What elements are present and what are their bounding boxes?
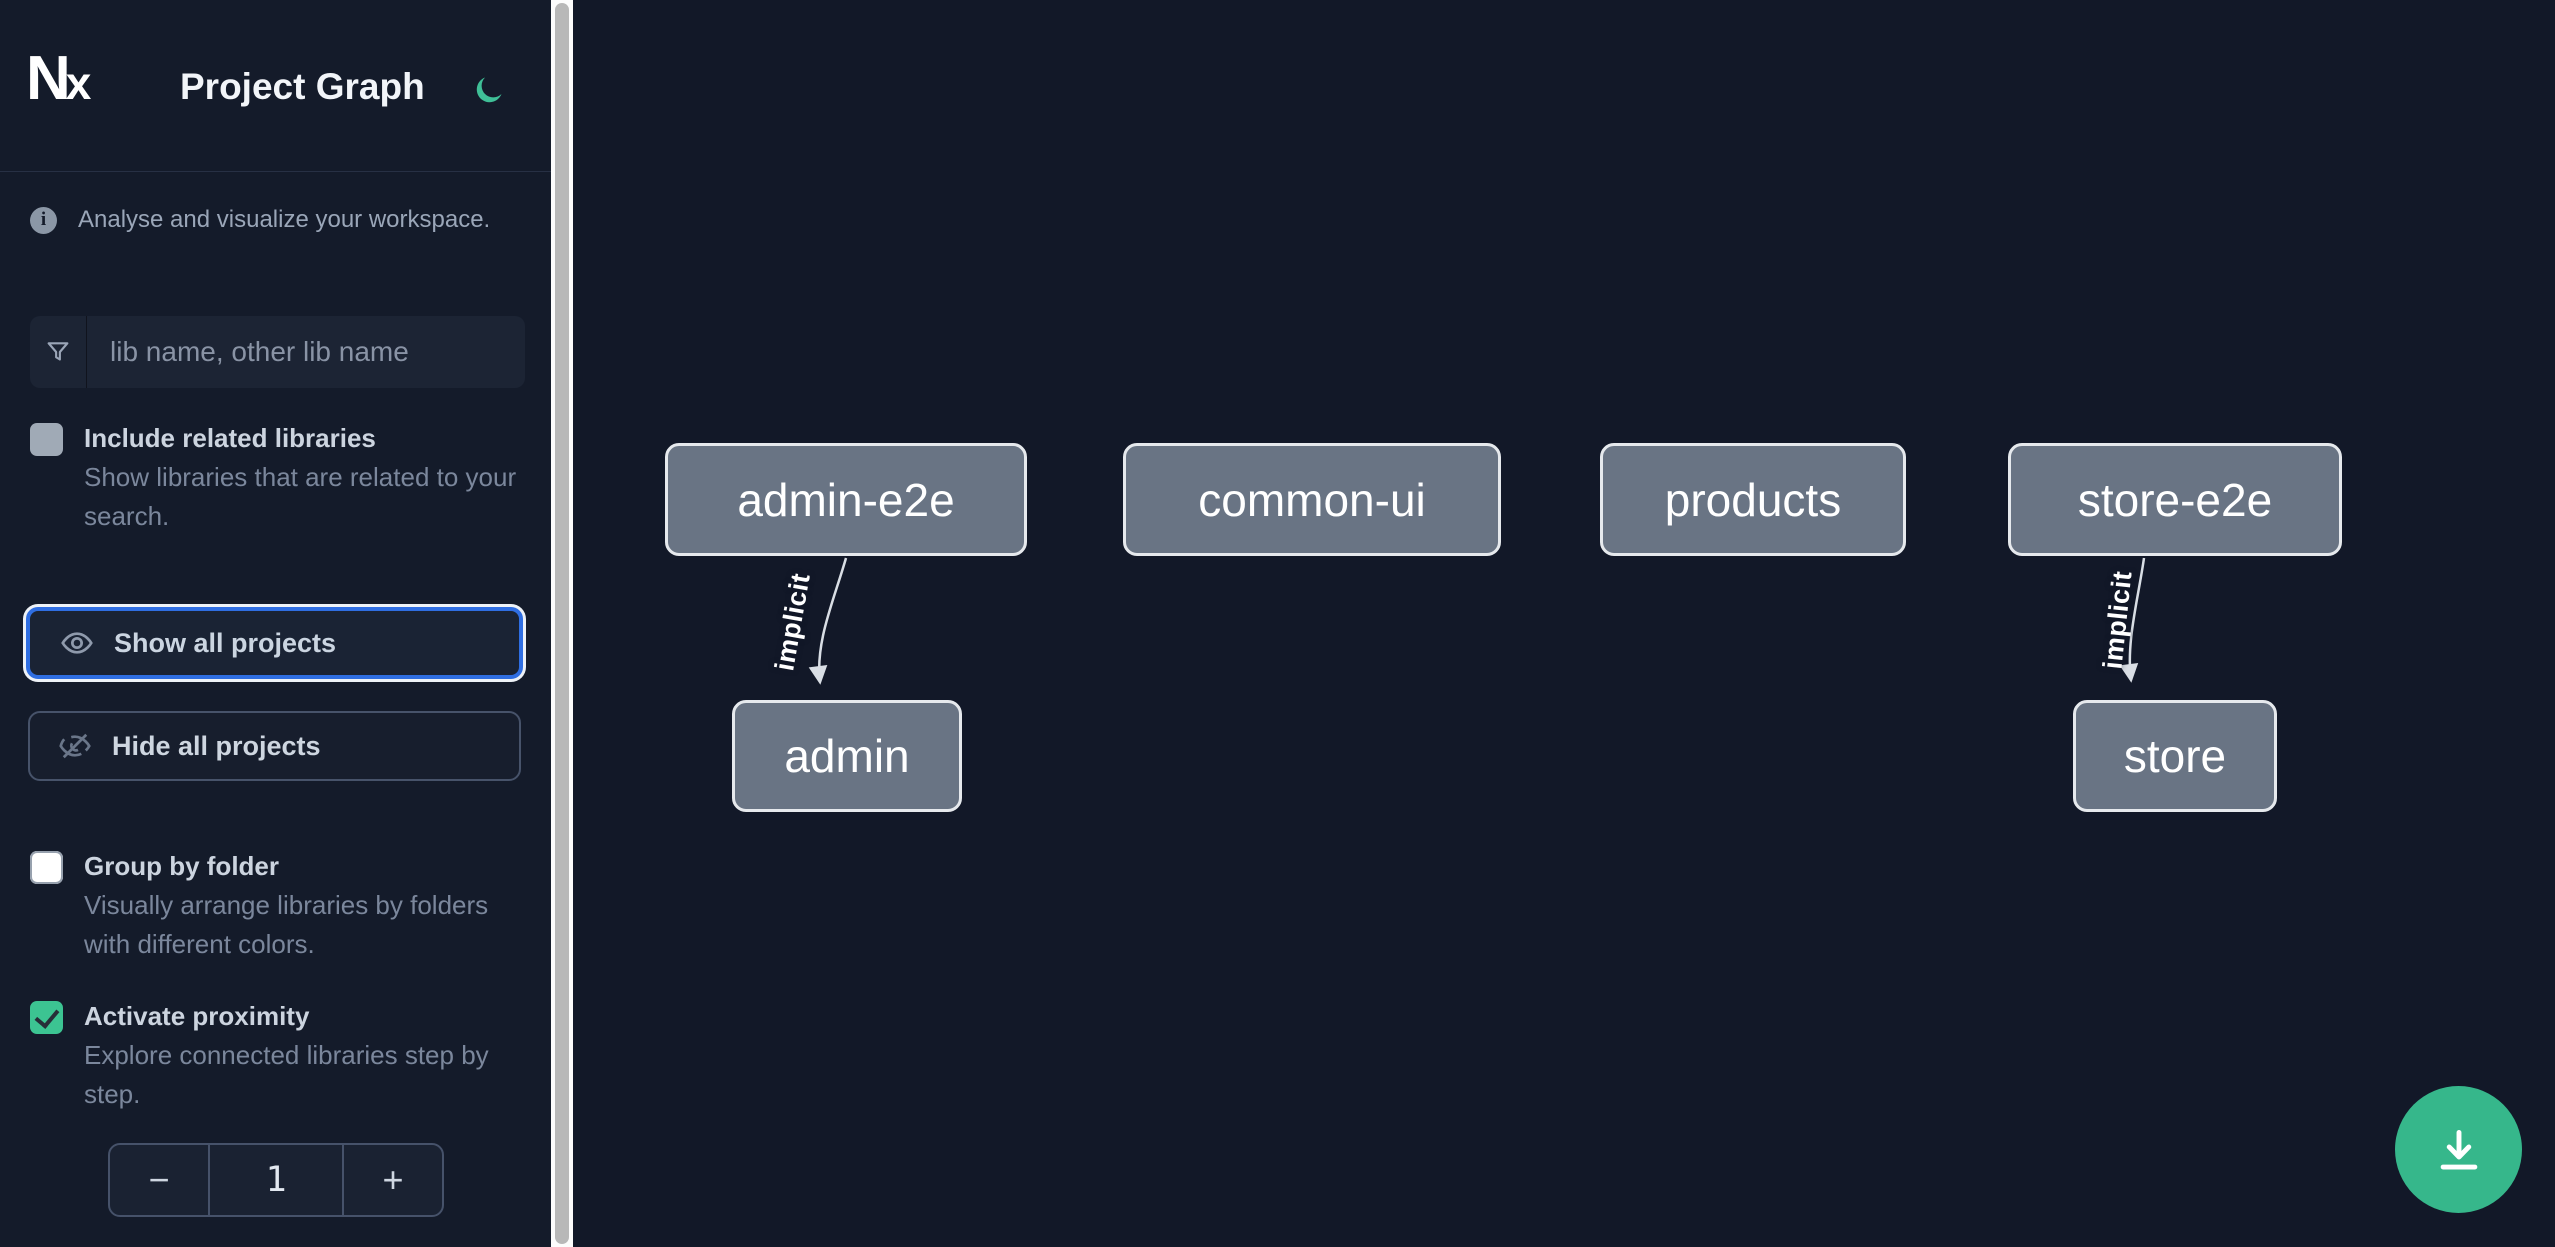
eye-off-icon: [59, 733, 91, 759]
edge-store-e2e-to-store: [2119, 557, 2146, 683]
activate-proximity-checkbox[interactable]: [30, 1001, 63, 1034]
graph-node-store[interactable]: store: [2073, 700, 2277, 812]
include-related-row: Include related libraries Show libraries…: [30, 418, 530, 536]
edge-admin-e2e-to-admin: [808, 557, 848, 685]
proximity-decrement-button[interactable]: −: [110, 1145, 208, 1215]
sidebar-scrollbar-thumb[interactable]: [555, 3, 569, 1244]
group-by-folder-label: Group by folder: [84, 851, 279, 881]
graph-node-admin-e2e[interactable]: admin-e2e: [665, 443, 1027, 556]
nx-logo[interactable]: Nx: [26, 44, 91, 113]
moon-icon: [476, 77, 502, 102]
library-filter: [30, 316, 525, 388]
proximity-increment-button[interactable]: +: [344, 1145, 442, 1215]
graph-node-common-ui[interactable]: common-ui: [1123, 443, 1501, 556]
download-graph-button[interactable]: [2395, 1086, 2522, 1213]
workspace-info-text: Analyse and visualize your workspace.: [78, 206, 491, 233]
theme-toggle-button[interactable]: [470, 72, 508, 110]
sidebar: Nx Project Graph i Analyse and visualize…: [0, 0, 552, 1247]
graph-node-admin[interactable]: admin: [732, 700, 962, 812]
eye-icon: [61, 632, 93, 654]
include-related-label: Include related libraries: [84, 423, 376, 453]
filter-funnel-icon[interactable]: [30, 316, 87, 388]
workspace-info: i Analyse and visualize your workspace.: [30, 206, 522, 234]
sidebar-scrollbar[interactable]: [551, 0, 573, 1247]
group-by-folder-checkbox[interactable]: [30, 851, 63, 884]
library-search-input[interactable]: [87, 316, 525, 388]
graph-node-store-e2e[interactable]: store-e2e: [2008, 443, 2342, 556]
activate-proximity-description: Explore connected libraries step by step…: [84, 1040, 489, 1109]
sidebar-header: Nx Project Graph: [0, 0, 552, 172]
include-related-checkbox[interactable]: [30, 423, 63, 456]
download-icon: [2440, 1129, 2477, 1169]
activate-proximity-label: Activate proximity: [84, 1001, 310, 1031]
hide-all-projects-label: Hide all projects: [112, 730, 321, 761]
group-by-folder-row: Group by folder Visually arrange librari…: [30, 846, 530, 964]
proximity-value: 1: [208, 1145, 344, 1215]
hide-all-projects-button[interactable]: Hide all projects: [28, 711, 521, 781]
show-all-projects-button[interactable]: Show all projects: [26, 607, 523, 679]
include-related-description: Show libraries that are related to your …: [84, 462, 517, 531]
graph-node-products[interactable]: products: [1600, 443, 1906, 556]
group-by-folder-description: Visually arrange libraries by folders wi…: [84, 890, 489, 959]
info-icon: i: [30, 206, 57, 234]
proximity-stepper: − 1 +: [108, 1143, 444, 1217]
app-title: Project Graph: [180, 66, 425, 107]
activate-proximity-row: Activate proximity Explore connected lib…: [30, 996, 530, 1114]
show-all-projects-label: Show all projects: [114, 627, 337, 658]
